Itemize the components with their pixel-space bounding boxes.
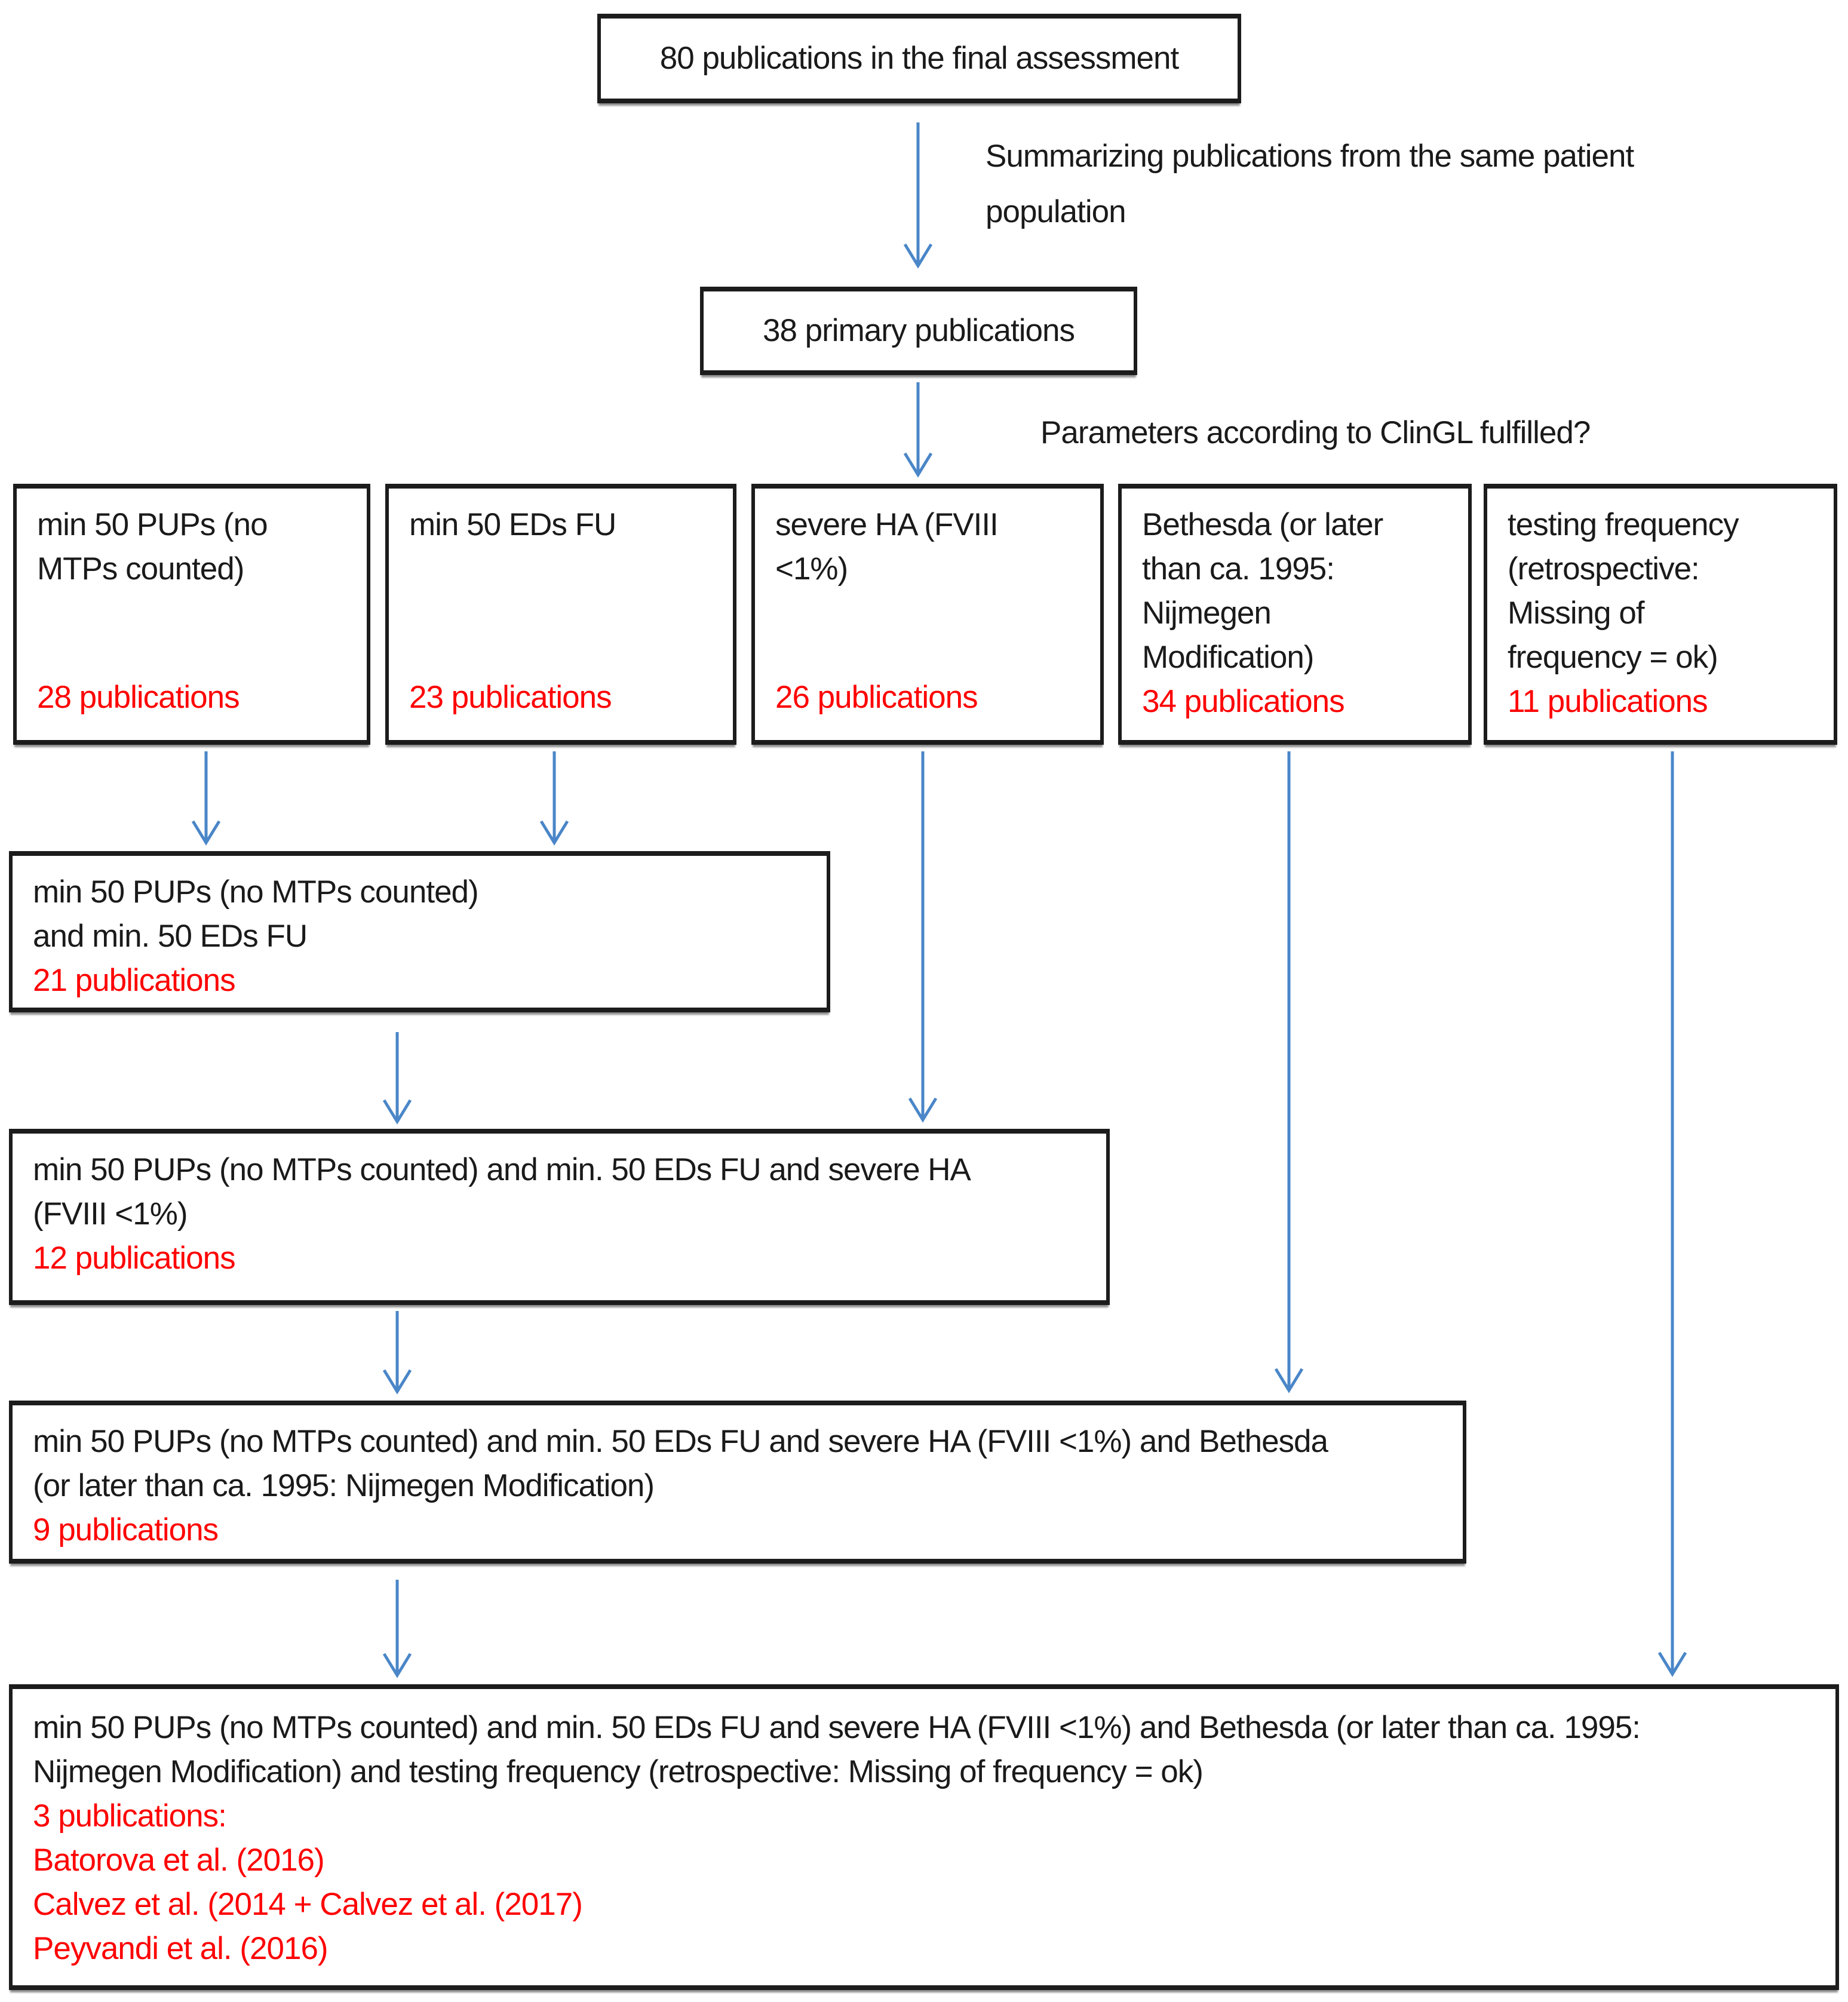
box-combined-pups-eds: min 50 PUPs (no MTPs counted) and min. 5… (9, 851, 830, 1012)
criteria-text: min 50 PUPs (no MTPs counted) (37, 507, 268, 587)
publication-list: Batorova et al. (2016) Calvez et al. (20… (33, 1843, 583, 1966)
arrow-bethesda-to-combined3 (1274, 751, 1304, 1393)
criteria-text: min 50 PUPs (no MTPs counted) and min. 5… (33, 1424, 1328, 1503)
box-final-assessment-text: 80 publications in the final assessment (659, 41, 1179, 76)
criteria-text: testing frequency (retrospective: Missin… (1508, 507, 1739, 675)
arrow-combined1-to-combined2 (382, 1032, 412, 1125)
publication-count: 26 publications (775, 680, 978, 715)
publication-count: 34 publications (1142, 684, 1345, 719)
arrow-frequency-to-final (1657, 751, 1687, 1677)
publication-count: 9 publications (33, 1512, 219, 1547)
criteria-text: min 50 PUPs (no MTPs counted) and min. 5… (33, 1710, 1641, 1789)
criteria-text: severe HA (FVIII <1%) (775, 507, 999, 587)
publication-count: 12 publications (33, 1240, 236, 1276)
box-criteria-pups: min 50 PUPs (no MTPs counted) 28 publica… (13, 484, 370, 745)
publication-count: 28 publications (37, 680, 240, 715)
note-parameters-question: Parameters according to ClinGL fulfilled… (1040, 415, 1591, 450)
box-final-assessment: 80 publications in the final assessment (597, 14, 1241, 103)
arrow-combined2-to-combined3 (382, 1311, 412, 1395)
box-criteria-testing-frequency: testing frequency (retrospective: Missin… (1484, 484, 1837, 745)
arrow-combined3-to-final (382, 1580, 412, 1678)
arrow-primary-to-criteria (903, 382, 933, 478)
note-summarizing: Summarizing publications from the same p… (986, 139, 1634, 229)
box-final-selection: min 50 PUPs (no MTPs counted) and min. 5… (9, 1684, 1839, 1990)
arrow-pups-to-combined1 (191, 751, 221, 846)
criteria-text: min 50 PUPs (no MTPs counted) and min. 5… (33, 874, 479, 954)
box-combined-pups-eds-severe-bethesda: min 50 PUPs (no MTPs counted) and min. 5… (9, 1401, 1466, 1564)
criteria-text: Bethesda (or later than ca. 1995: Nijmeg… (1142, 507, 1383, 675)
publication-count: 21 publications (33, 963, 236, 998)
box-criteria-eds: min 50 EDs FU 23 publications (385, 484, 736, 745)
publication-count: 11 publications (1508, 684, 1708, 719)
publication-count: 23 publications (409, 680, 612, 715)
criteria-text: min 50 EDs FU (409, 507, 616, 542)
box-primary-publications: 38 primary publications (700, 287, 1137, 375)
box-combined-pups-eds-severe: min 50 PUPs (no MTPs counted) and min. 5… (9, 1129, 1110, 1305)
box-criteria-severe-ha: severe HA (FVIII <1%) 26 publications (751, 484, 1104, 745)
arrow-severe-to-combined2 (908, 751, 938, 1123)
box-primary-publications-text: 38 primary publications (763, 313, 1075, 348)
publication-count: 3 publications: (33, 1798, 227, 1834)
arrow-eds-to-combined1 (539, 751, 569, 846)
criteria-text: min 50 PUPs (no MTPs counted) and min. 5… (33, 1152, 971, 1232)
arrow-top-to-primary (903, 122, 933, 269)
box-criteria-bethesda: Bethesda (or later than ca. 1995: Nijmeg… (1118, 484, 1472, 745)
